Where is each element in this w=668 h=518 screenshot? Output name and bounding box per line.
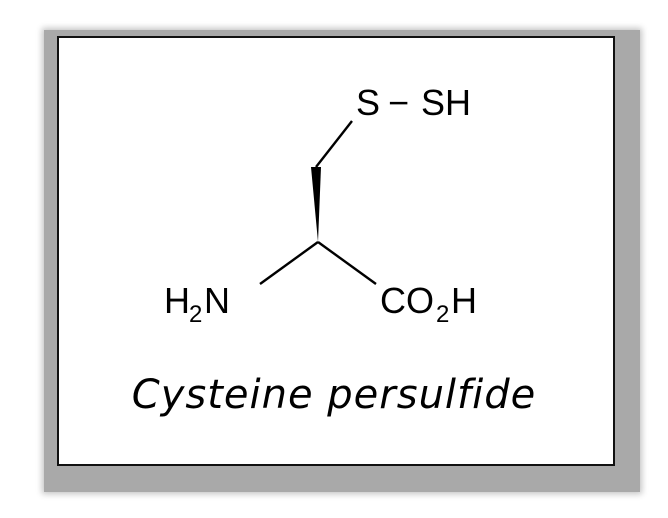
atom-amine-h: H (164, 280, 190, 321)
atom-sulfhydryl: SH (421, 82, 471, 123)
structure-card (57, 36, 615, 466)
wedge-bond-ch2-calpha (311, 167, 321, 242)
bond-calpha-n (259, 241, 319, 285)
bond-s-ch2 (315, 120, 353, 168)
molecule-name: Cysteine persulfide (131, 372, 537, 418)
atom-carboxyl-subscript: 2 (436, 301, 449, 328)
atom-amine-subscript: 2 (189, 301, 202, 328)
atom-sulfur: S (356, 82, 380, 123)
bond-disulfide: − (388, 82, 409, 123)
bond-calpha-c (317, 241, 377, 285)
atom-amine-n: N (204, 280, 230, 321)
atom-carboxyl-co: CO (380, 280, 434, 321)
atom-carboxyl-h: H (451, 280, 477, 321)
